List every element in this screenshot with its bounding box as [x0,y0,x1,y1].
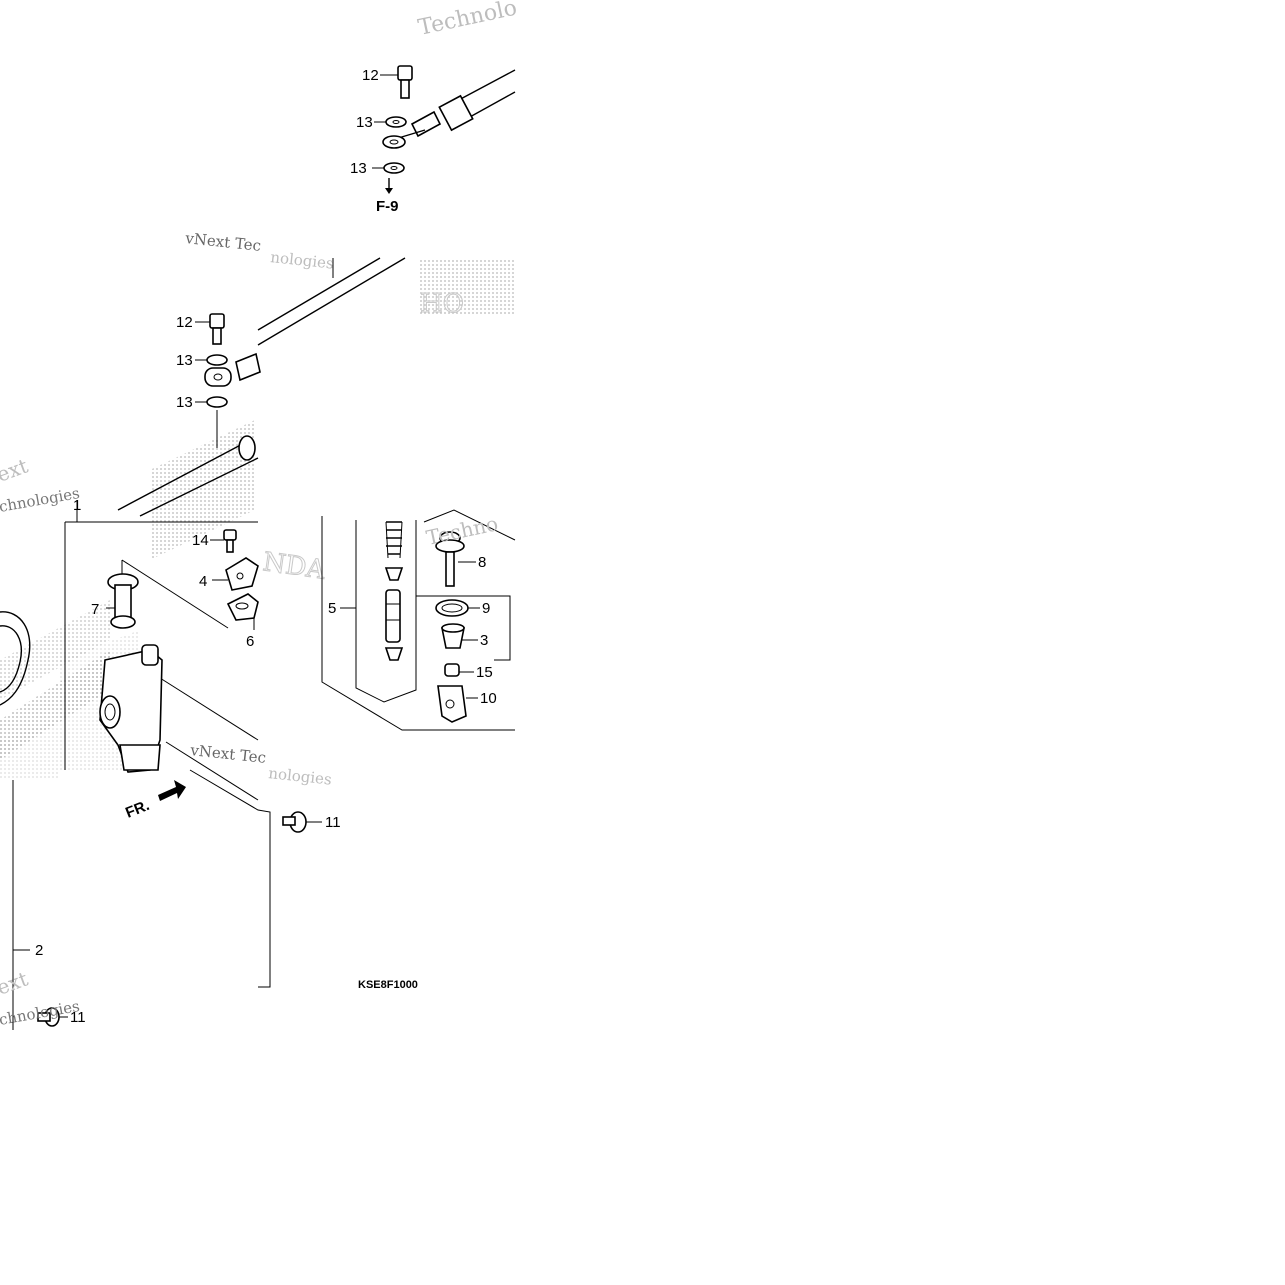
callout-13-top-b: 13 [350,160,367,177]
watermark-4: ext [0,453,31,486]
hose-middle [117,257,406,517]
master-cylinder-body [99,644,163,773]
callout-5: 5 [328,600,336,617]
callout-2: 2 [35,942,43,959]
washer-13-top-b [372,162,405,194]
bolt-12-top [380,65,413,99]
diagram-code: KSE8F1000 [358,979,418,991]
washer-13-mid-b [195,396,228,408]
nut-15 [444,663,474,677]
callout-1: 1 [73,497,81,514]
callout-3: 3 [480,632,488,649]
spring [385,521,403,559]
watermark-logo-mid: NDA [261,547,328,586]
callout-13-mid-a: 13 [176,352,193,369]
watermark-logo-top: HO [420,289,464,319]
callout-15: 15 [476,664,493,681]
watermark-1: Technolo [416,0,519,41]
cup-secondary [384,647,404,661]
callout-12-mid: 12 [176,314,193,331]
diaphragm-6 [226,593,259,630]
bolt-14 [210,529,237,553]
watermark-6: vNext Tec [189,741,267,767]
callout-13-mid-b: 13 [176,394,193,411]
watermarks: Technolo vNext Tec nologies ext chnologi… [0,0,519,1029]
hose-left [0,611,31,706]
callout-7: 7 [91,601,99,618]
washer-13-mid-a [195,354,228,366]
bolt-11-left [37,1007,68,1027]
reservoir-cap-4 [212,557,259,591]
watermark-9: ext [0,966,31,999]
fitting-13-mid [204,367,232,387]
piston [385,589,401,643]
callouts: 12 13 13 12 13 13 14 4 7 6 1 5 8 9 3 15 … [35,67,497,1026]
reference-f9: F-9 [376,198,399,215]
assembly-frame-left [12,500,271,1030]
joint-10 [437,685,478,723]
bolt-11-right [282,811,322,833]
watermark-5: chnologies [0,484,81,516]
watermark-2: vNext Tec [184,229,262,255]
piston-set-frame [321,509,516,731]
washer-13-top-a [374,116,407,128]
push-rod-8 [435,531,476,587]
callout-6: 6 [246,633,254,650]
bolt-12-mid [195,313,225,345]
callout-8: 8 [478,554,486,571]
watermark-3: nologies [270,248,335,273]
watermark-10: chnologies [0,997,81,1029]
boot-3 [441,623,478,649]
hose-upper [382,69,516,149]
callout-11-left: 11 [70,1009,86,1026]
circlip-9 [435,599,480,617]
cup-primary [384,567,404,581]
callout-13-top-a: 13 [356,114,373,131]
watermark-7: nologies [268,764,333,789]
callout-10: 10 [480,690,497,707]
callout-12-top: 12 [362,67,379,84]
front-label: FR. [123,797,152,822]
callout-14: 14 [192,532,209,549]
reservoir-joint-7 [106,573,139,629]
callout-9: 9 [482,600,490,617]
front-arrow: FR. [123,780,186,822]
callout-11-right: 11 [325,814,341,831]
callout-4: 4 [199,573,207,590]
